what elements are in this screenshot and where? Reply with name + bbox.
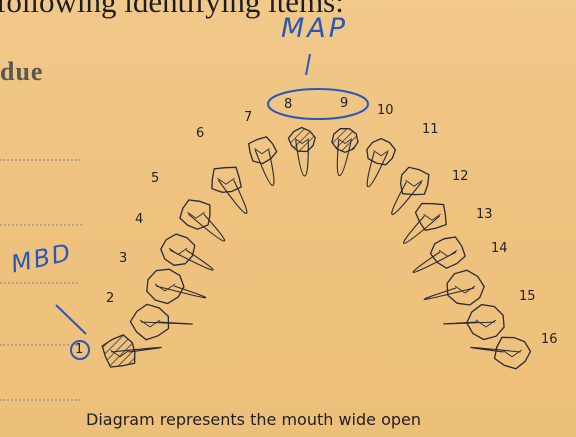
tooth-number-9: 9 [340,97,348,110]
tooth-3 [147,269,206,303]
tooth-crown [288,128,315,152]
tooth-root [141,322,192,324]
tooth-number-15: 15 [519,290,536,303]
tooth-cusp [218,178,235,184]
tooth-crown [416,204,447,231]
tooth-1 [102,335,161,367]
tooth-number-7: 7 [244,111,252,124]
teeth-group [102,128,530,369]
tooth-cusp [406,180,423,186]
tooth-number-3: 3 [119,252,127,265]
tooth-crown [332,129,358,153]
tooth-crown [447,270,484,305]
mbd-pointer-line [56,305,86,334]
diagram-caption: Diagram represents the mouth wide open [86,410,421,429]
annotation-map: MAP [281,15,348,42]
tooth-root [367,152,388,187]
tooth-16 [471,337,531,369]
tooth-number-14: 14 [491,242,508,255]
tooth-12 [404,204,447,244]
tooth-root [404,216,440,243]
tooth-cusp [140,320,160,327]
tooth-crown [212,167,241,192]
tooth-7 [249,137,277,186]
tooth-6 [212,167,247,213]
tooth-number-1: 1 [75,343,83,356]
tooth-root [255,150,274,185]
tooth-number-12: 12 [452,170,469,183]
tooth-crown [431,237,466,268]
tooth-number-16: 16 [541,333,558,346]
tooth-root [424,288,474,299]
tooth-crown [249,137,277,164]
tooth-13 [413,237,465,272]
tooth-14 [424,270,484,305]
tooth-number-2: 2 [106,292,114,305]
tooth-number-11: 11 [422,123,439,136]
tooth-root [444,322,495,324]
tooth-2 [130,304,192,340]
map-circle [268,89,368,119]
tooth-crown [147,269,184,303]
tooth-cusp [476,320,496,327]
tooth-crown [180,200,210,229]
tooth-root [218,180,246,213]
tooth-crown [495,337,531,369]
tooth-11 [392,167,429,214]
tooth-8 [288,128,315,176]
tooth-9 [332,129,358,176]
tooth-number-5: 5 [151,172,159,185]
tooth-4 [161,234,213,270]
tooth-crown [367,139,396,165]
tooth-number-13: 13 [476,208,493,221]
tooth-crown [102,335,135,367]
tooth-10 [367,139,396,187]
annotation-strokes [56,54,368,359]
tooth-number-8: 8 [284,98,292,111]
tooth-5 [180,200,225,241]
tooth-number-4: 4 [135,213,143,226]
tooth-number-10: 10 [377,104,394,117]
tooth-15 [444,305,504,340]
tooth-number-6: 6 [196,127,204,140]
map-pointer-line [306,54,310,75]
